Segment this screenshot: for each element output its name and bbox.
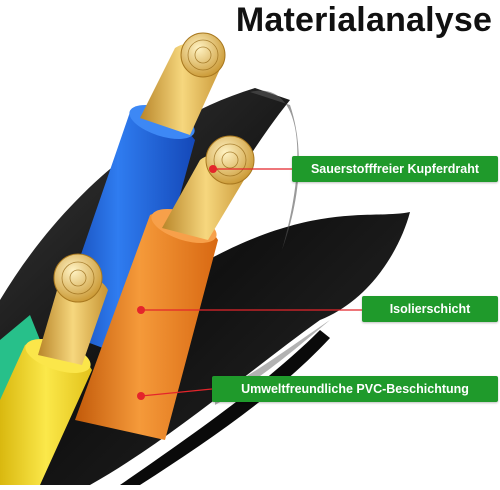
marker-insulation	[137, 306, 145, 314]
callout-copper-wire: Sauerstofffreier Kupferdraht	[292, 156, 498, 182]
yellow-core	[0, 253, 108, 485]
marker-copper	[209, 165, 217, 173]
callout-pvc-coating: Umweltfreundliche PVC-Beschichtung	[212, 376, 498, 402]
marker-pvc	[137, 392, 145, 400]
leader-lines	[137, 165, 362, 400]
page-title: Materialanalyse	[235, 1, 493, 39]
orange-core	[75, 135, 255, 440]
callout-insulation-layer: Isolierschicht	[362, 296, 498, 322]
